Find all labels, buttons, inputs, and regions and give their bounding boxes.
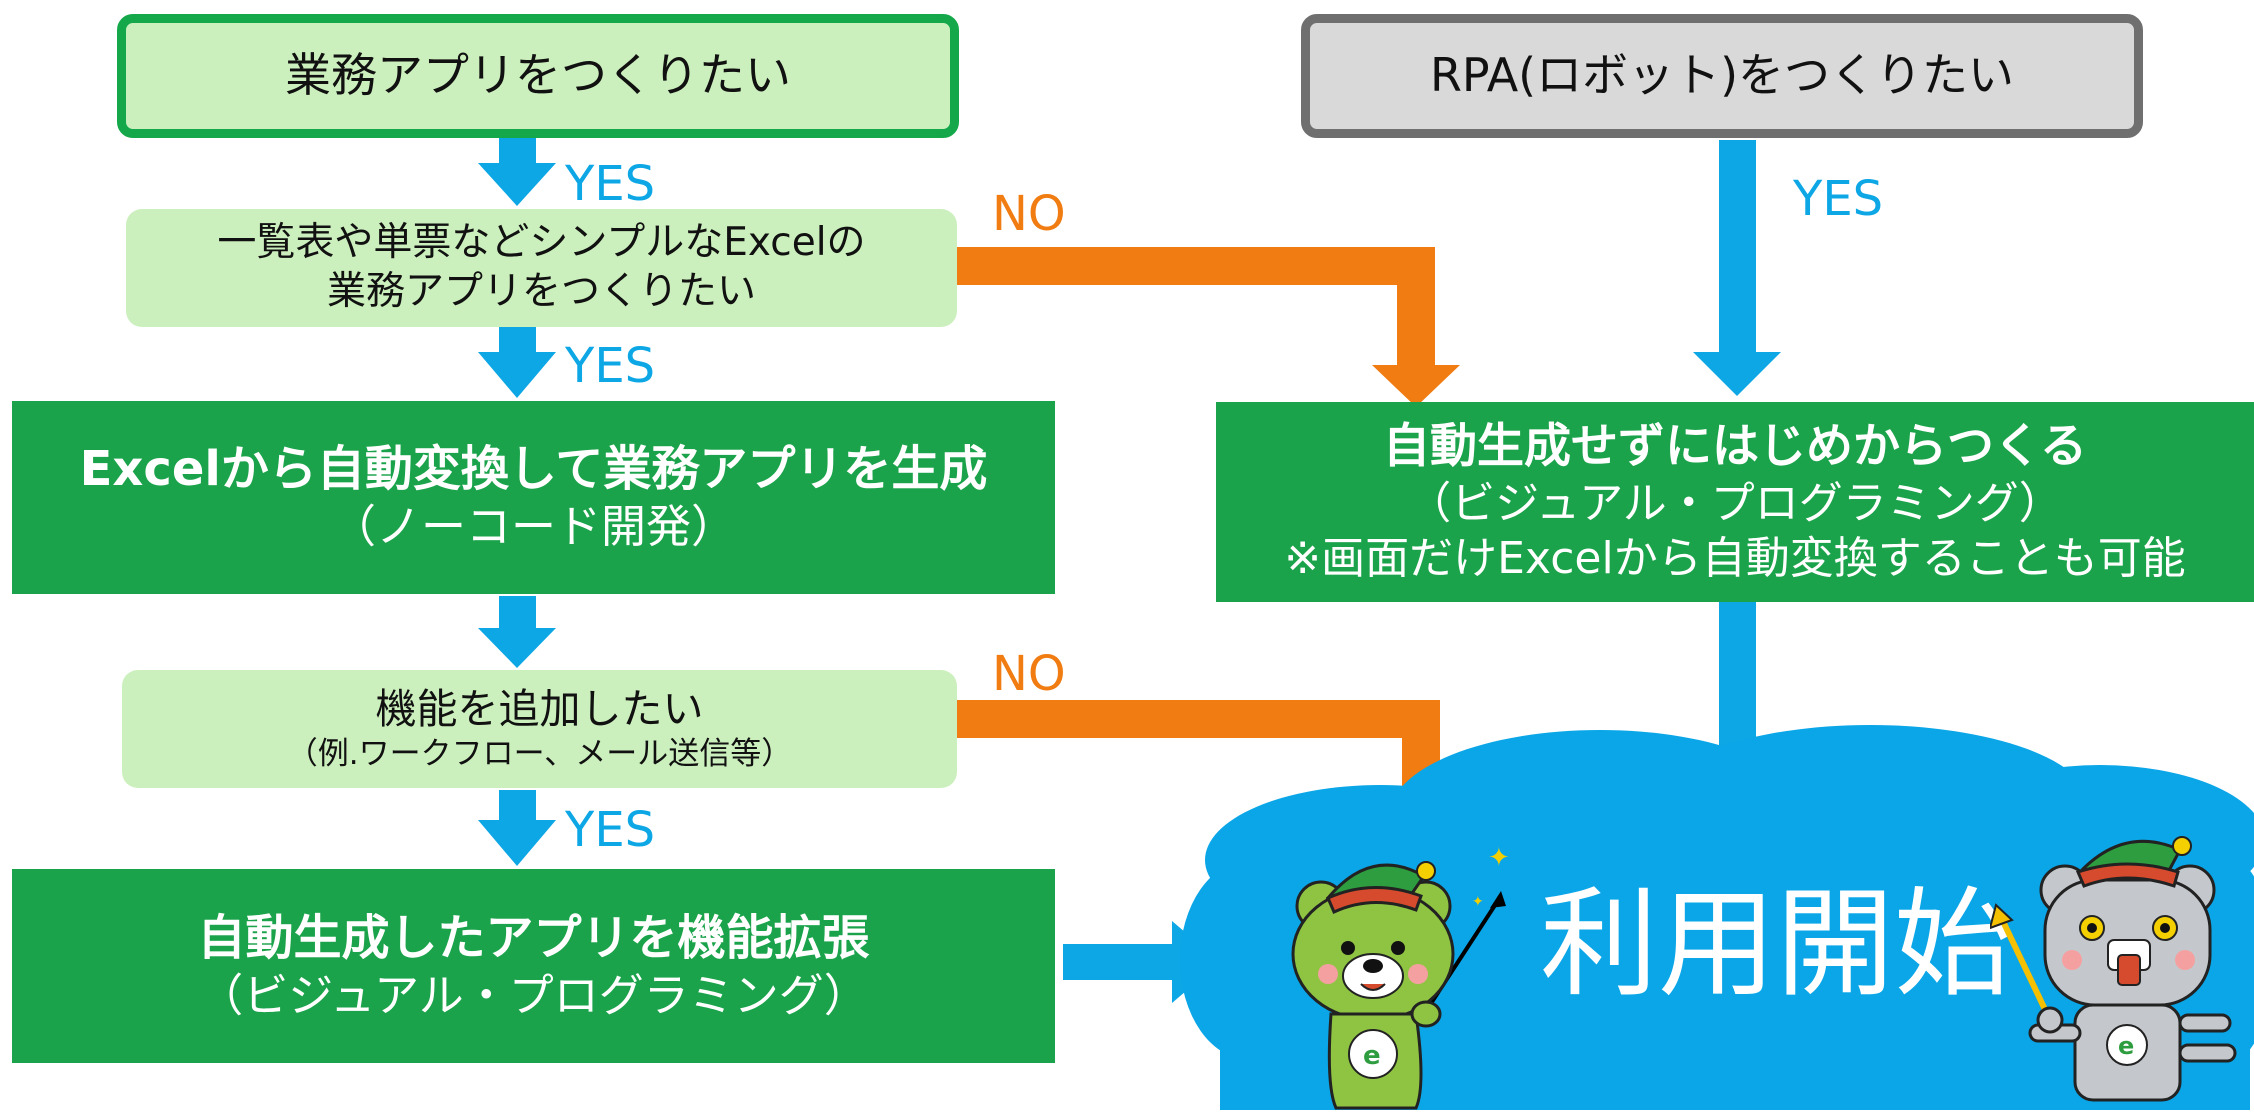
start-rpa-text: RPA(ロボット)をつくりたい [1429, 48, 2015, 103]
yes-label-1: YES [565, 156, 656, 212]
extend-title: 自動生成したアプリを機能拡張 [197, 909, 870, 966]
auto-generate-from-excel-node: Excelから自動変換して業務アプリを生成 （ノーコード開発） [12, 401, 1055, 594]
no-label-1: NO [992, 186, 1066, 242]
question-feature-title: 機能を追加したい [375, 685, 704, 733]
right-arrow-extend [1063, 921, 1220, 1003]
yes-arrow-2 [478, 327, 556, 398]
yes-label-rpa: YES [1793, 171, 1884, 227]
svg-text:e: e [1363, 1041, 1381, 1071]
start-business-app-text: 業務アプリをつくりたい [285, 48, 791, 103]
scratch-title: 自動生成せずにはじめからつくる [1382, 418, 2088, 474]
question-add-features: 機能を追加したい （例.ワークフロー、メール送信等） [122, 670, 957, 788]
start-usage-text: 利用開始 [1540, 875, 2013, 1013]
no-label-2: NO [992, 646, 1066, 702]
down-arrow-scratch [1693, 602, 1781, 790]
down-arrow-3 [478, 596, 556, 668]
yes-arrow-4 [478, 790, 556, 866]
auto-generate-title: Excelから自動変換して業務アプリを生成 [79, 441, 988, 498]
auto-generate-subtitle: （ノーコード開発） [330, 500, 736, 554]
yes-label-2: YES [565, 338, 656, 394]
svg-text:✦: ✦ [1472, 894, 1484, 910]
extend-generated-app-node: 自動生成したアプリを機能拡張 （ビジュアル・プログラミング） [12, 869, 1055, 1063]
build-from-scratch-node: 自動生成せずにはじめからつくる （ビジュアル・プログラミング） ※画面だけExc… [1216, 402, 2254, 602]
yes-label-3: YES [565, 802, 656, 858]
scratch-note: ※画面だけExcelから自動変換することも可能 [1284, 533, 2186, 585]
svg-text:✦: ✦ [1488, 843, 1510, 873]
question-simple-line-2: 業務アプリをつくりたい [326, 269, 756, 314]
question-simple-line-1: 一覧表や単票などシンプルなExcelの [217, 220, 866, 266]
no-arrow-1 [957, 247, 1460, 407]
scratch-subtitle: （ビジュアル・プログラミング） [1407, 478, 2063, 530]
start-business-app-node: 業務アプリをつくりたい [117, 14, 959, 138]
green-bear-mascot-icon: ✦ ✦ e [1291, 843, 1510, 1110]
question-feature-example: （例.ワークフロー、メール送信等） [286, 736, 793, 773]
start-rpa-node: RPA(ロボット)をつくりたい [1301, 14, 2143, 138]
question-simple-excel-app: 一覧表や単票などシンプルなExcelの 業務アプリをつくりたい [126, 209, 957, 327]
extend-subtitle: （ビジュアル・プログラミング） [198, 968, 869, 1022]
svg-text:e: e [2118, 1032, 2134, 1060]
robot-bear-mascot-icon: e [1990, 836, 2237, 1102]
yes-arrow-rpa [1693, 140, 1781, 396]
yes-arrow-1 [478, 138, 556, 206]
